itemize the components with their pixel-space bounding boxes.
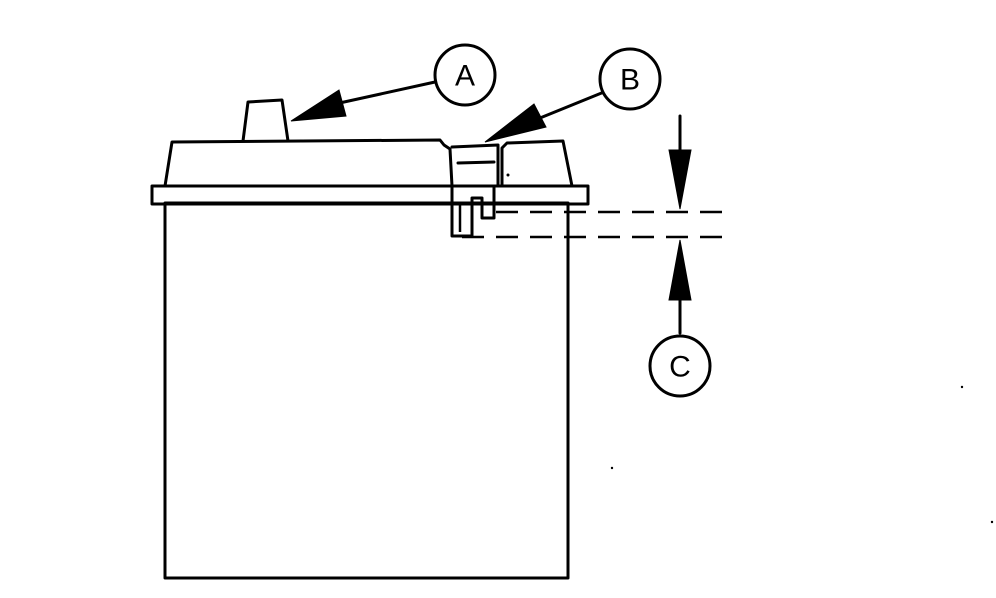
battery-lid-rim [150, 184, 590, 206]
callout-a-label: A [455, 60, 475, 93]
callout-b-label: B [620, 64, 640, 97]
callout-c: C [648, 334, 712, 398]
callout-a: A [433, 43, 497, 107]
dimension-upper-arrowhead [668, 149, 692, 210]
leader-a-shaft [333, 80, 437, 106]
terminal-post [241, 98, 290, 143]
scan-speck [610, 466, 614, 470]
callout-b-circle [598, 47, 662, 111]
vent-cap-line [456, 160, 496, 165]
scan-speck [990, 520, 994, 524]
vent-cap-top [450, 143, 500, 188]
vent-mark-dot [506, 173, 510, 177]
leader-b-arrowhead [484, 103, 547, 143]
leader-a-arrowhead [290, 89, 347, 122]
callout-b: B [598, 47, 662, 111]
scan-speck [960, 385, 964, 389]
battery-cover-right [500, 139, 574, 188]
battery-cover-left [163, 138, 454, 188]
callout-a-circle [433, 43, 497, 107]
callout-c-circle [648, 334, 712, 398]
callout-c-label: C [669, 351, 691, 384]
dimension-lower-arrowhead [668, 239, 692, 301]
battery-case [163, 201, 570, 580]
battery-case-body [163, 201, 570, 580]
electrolyte-tube [450, 184, 496, 238]
leader-b-shaft [538, 90, 606, 120]
